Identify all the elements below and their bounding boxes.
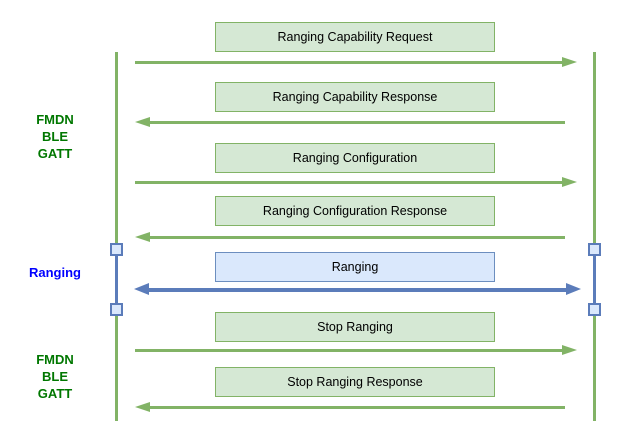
message-arrow-line	[135, 349, 562, 352]
activation-marker-left-1	[110, 243, 123, 256]
message-box: Stop Ranging	[215, 312, 495, 342]
lifeline-left-blue-segment	[115, 245, 118, 312]
message-arrow-line	[149, 288, 566, 292]
message-arrow-line	[150, 236, 565, 239]
lifeline-right-green-bottom	[593, 312, 596, 421]
message-arrow-line	[150, 406, 565, 409]
arrowhead-left-icon	[135, 402, 150, 412]
side-label-1: FMDN BLE GATT	[36, 112, 74, 161]
arrowhead-right-icon	[562, 177, 577, 187]
message-box: Ranging Capability Response	[215, 82, 495, 112]
lifeline-right-blue-segment	[593, 245, 596, 312]
side-label-2: Ranging	[29, 265, 81, 280]
lifeline-right-green-top	[593, 52, 596, 245]
message-box: Ranging Configuration Response	[215, 196, 495, 226]
arrowhead-left-icon	[135, 117, 150, 127]
side-label-3: FMDN BLE GATT	[36, 352, 74, 401]
arrowhead-right-icon	[566, 283, 581, 295]
lifeline-left-green-bottom	[115, 312, 118, 421]
arrowhead-right-icon	[562, 345, 577, 355]
arrowhead-left-icon	[134, 283, 149, 295]
message-arrow-line	[150, 121, 565, 124]
activation-marker-right-1	[588, 243, 601, 256]
arrowhead-right-icon	[562, 57, 577, 67]
message-arrow-line	[135, 181, 562, 184]
activation-marker-right-2	[588, 303, 601, 316]
message-box: Ranging Configuration	[215, 143, 495, 173]
lifeline-left-green-top	[115, 52, 118, 245]
message-box: Ranging	[215, 252, 495, 282]
activation-marker-left-2	[110, 303, 123, 316]
message-box: Ranging Capability Request	[215, 22, 495, 52]
message-box: Stop Ranging Response	[215, 367, 495, 397]
message-arrow-line	[135, 61, 562, 64]
arrowhead-left-icon	[135, 232, 150, 242]
